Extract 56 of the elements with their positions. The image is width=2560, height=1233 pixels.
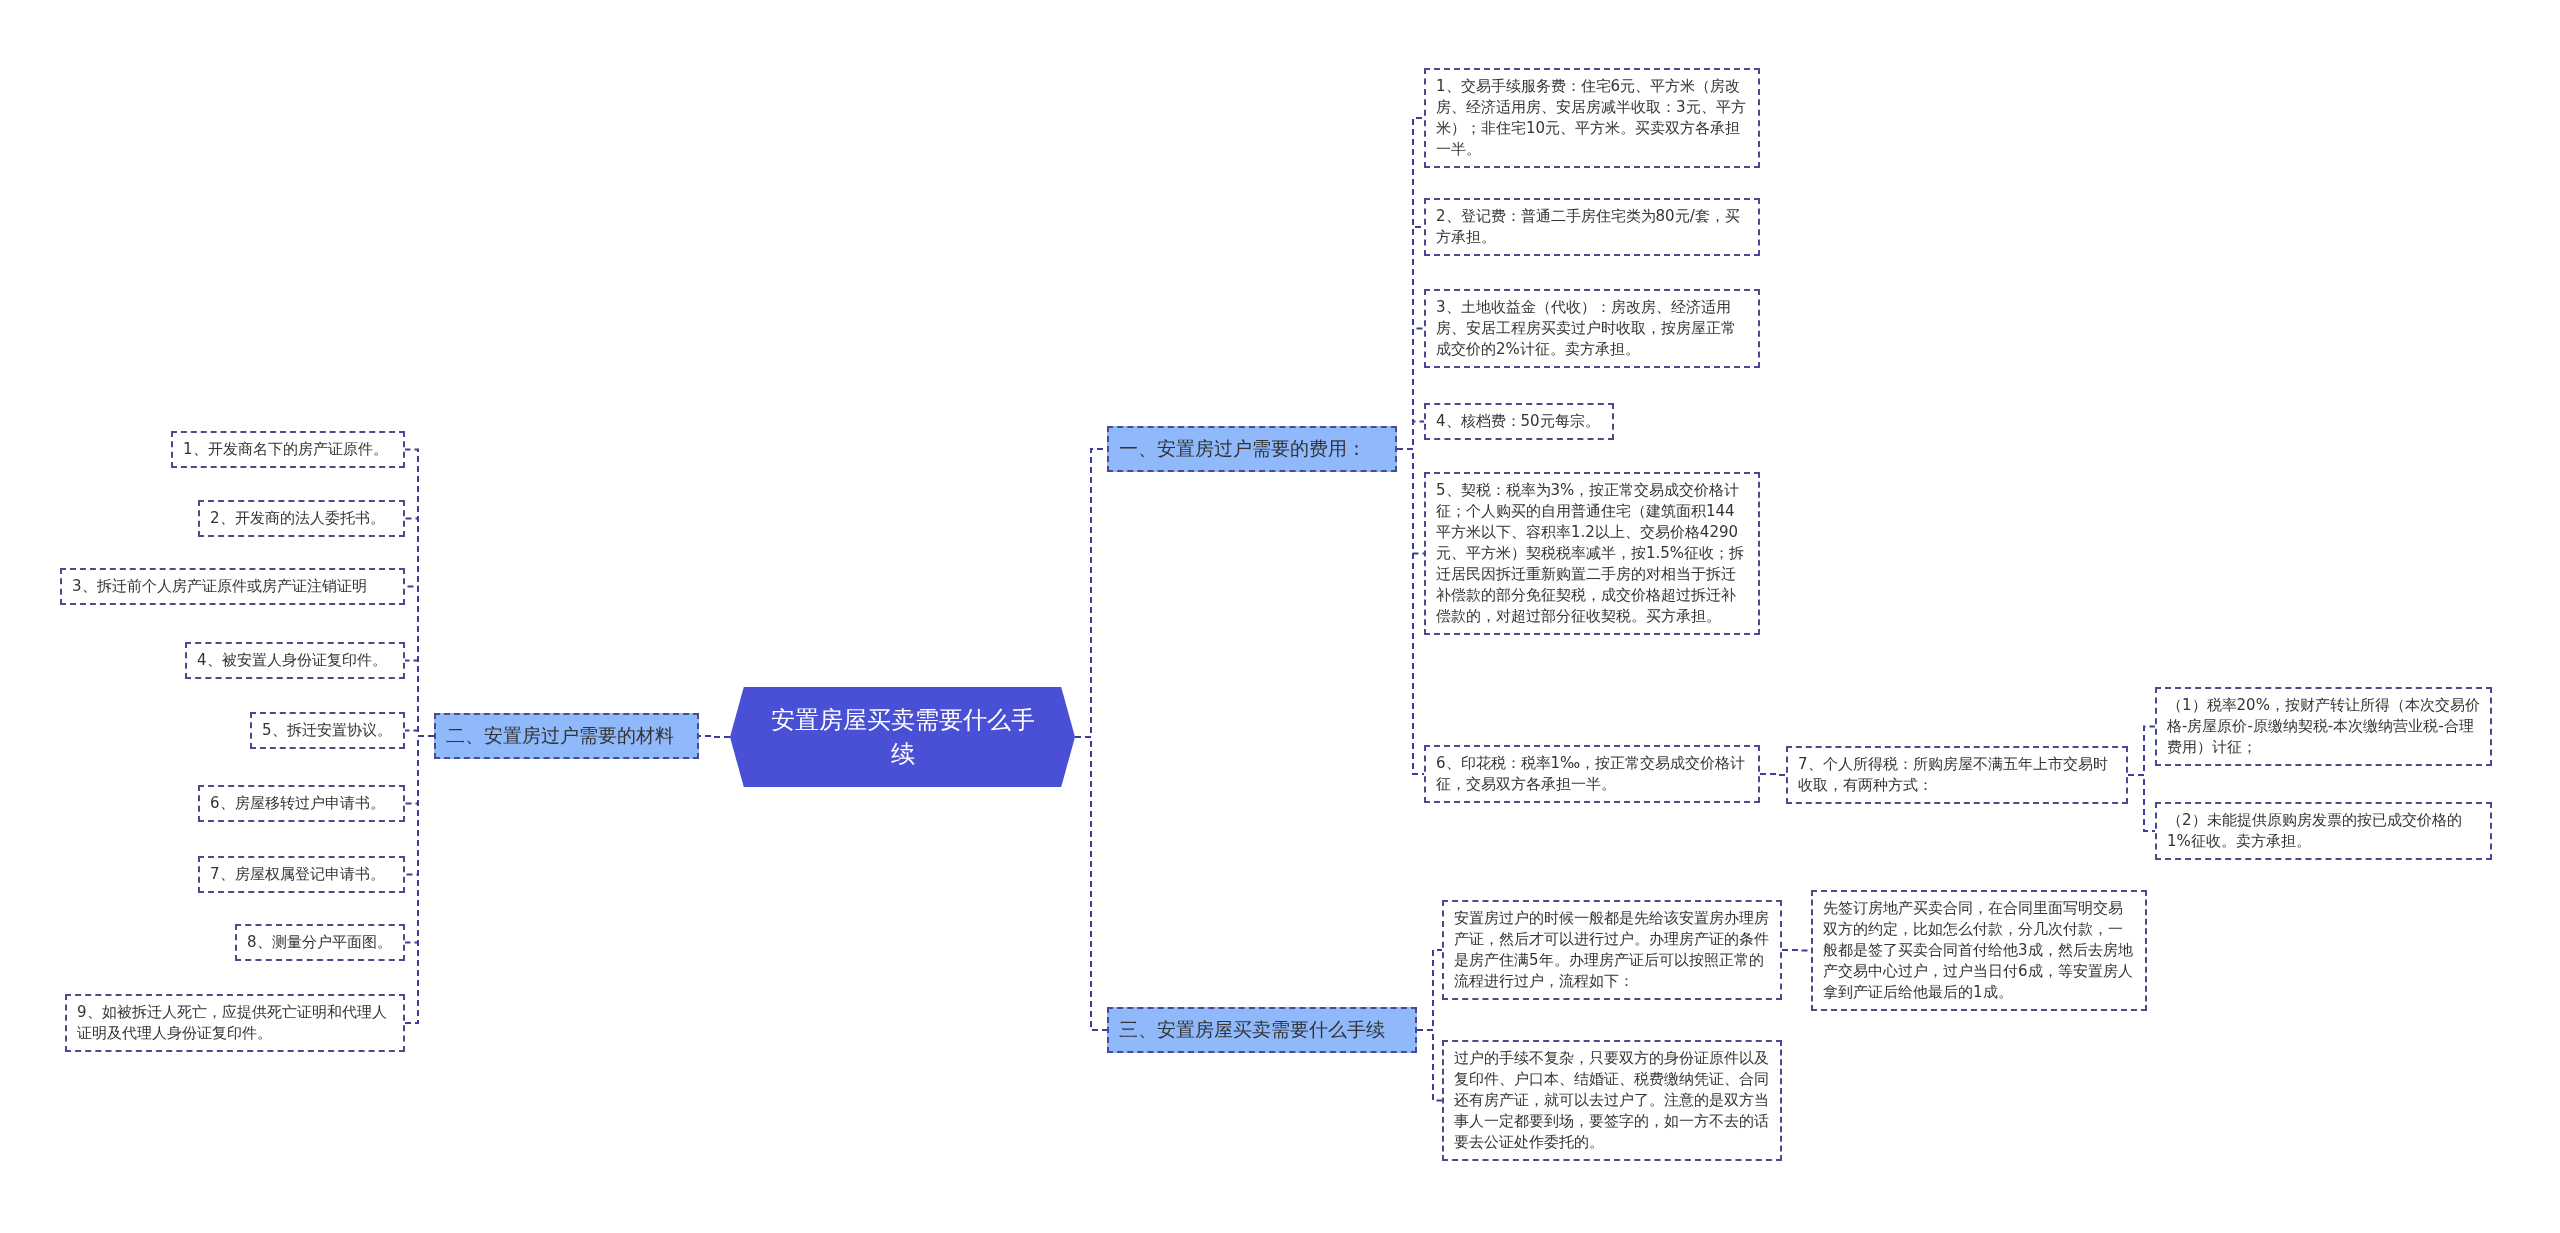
topic-text: 二、安置房过户需要的材料 <box>446 723 674 748</box>
topic-text: 7、个人所得税：所购房屋不满五年上市交易时收取，有两种方式： <box>1798 754 2109 796</box>
topic-text: 7、房屋权属登记申请书。 <box>210 864 386 885</box>
topic-text: 4、被安置人身份证复印件。 <box>197 650 388 671</box>
topic-text: 一、安置房过户需要的费用： <box>1119 436 1366 461</box>
topic-text: 4、核档费：50元每宗。 <box>1436 411 1601 432</box>
subtopic-box <box>1424 68 1760 168</box>
topic-text: 6、房屋移转过户申请书。 <box>210 793 386 814</box>
topic-text: 1、开发商名下的房产证原件。 <box>183 439 389 460</box>
subtopic-box <box>198 856 405 893</box>
topic-text: 3、土地收益金（代收）：房改房、经济适用房、安居工程房买卖过户时收取，按房屋正常成交价的2%计征。卖方承担。 <box>1436 297 1737 360</box>
subtopic-box <box>1424 472 1760 635</box>
subtopic-box <box>1424 198 1760 256</box>
subtopic-box <box>2155 802 2492 860</box>
subtopic-box <box>1424 289 1760 368</box>
subtopic-box <box>65 994 405 1052</box>
topic-text: （1）税率20%，按财产转让所得（本次交易价格-房屋原价-原缴纳契税-本次缴纳营业税-合理费用）计征； <box>2167 695 2480 758</box>
subtopic-box <box>185 642 405 679</box>
connector-line <box>1416 1029 1443 1102</box>
topic-text: 2、开发商的法人委托书。 <box>210 508 386 529</box>
connector-line <box>1396 448 1425 775</box>
subtopic-box <box>1424 745 1760 803</box>
connector-line <box>404 735 435 1024</box>
subtopic-box <box>2155 687 2492 766</box>
branch-topic-box <box>1107 1007 1417 1053</box>
topic-text: 安置房过户的时候一般都是先给该安置房办理房产证，然后才可以进行过户。办理房产证的条件是房产住满5年。办理房产证后可以按照正常的流程进行过户，流程如下： <box>1454 908 1770 992</box>
subtopic-box <box>1811 890 2147 1011</box>
subtopic-box <box>1424 403 1614 440</box>
connector-line <box>1074 736 1108 1031</box>
subtopic-box <box>171 431 405 468</box>
connector-line <box>2127 774 2156 832</box>
topic-text: （2）未能提供原购房发票的按已成交价格的1%征收。卖方承担。 <box>2167 810 2463 852</box>
topic-text: 8、测量分户平面图。 <box>247 932 393 953</box>
subtopic-box <box>60 568 405 605</box>
subtopic-box <box>1442 900 1782 1000</box>
topic-text: 1、交易手续服务费：住宅6元、平方米（房改房、经济适用房、安居房减半收取：3元、平方米）；非住宅10元、平方米。买卖双方各承担一半。 <box>1436 76 1747 160</box>
subtopic-box <box>235 924 405 961</box>
topic-text: 三、安置房屋买卖需要什么手续 <box>1119 1017 1385 1042</box>
branch-topic-box <box>1107 426 1397 472</box>
connector-line <box>698 735 731 738</box>
topic-text: 过户的手续不复杂，只要双方的身份证原件以及复印件、户口本、结婚证、税费缴纳凭证、合同还有房产证，就可以去过户了。注意的是双方当事人一定都要到场，要签字的，如一方不去的话要去公证处作委托的。 <box>1454 1048 1770 1153</box>
topic-text: 9、如被拆迁人死亡，应提供死亡证明和代理人证明及代理人身份证复印件。 <box>77 1002 388 1044</box>
connector-line <box>1759 773 1787 776</box>
subtopic-box <box>198 785 405 822</box>
subtopic-box <box>198 500 405 537</box>
topic-text: 先签订房地产买卖合同，在合同里面写明交易双方的约定，比如怎么付款，分几次付款，一般都是签了买卖合同首付给他3成，然后去房地产交易中心过户，过户当日付6成，等安置房人拿到产证后给他最后的1成。 <box>1823 898 2134 1003</box>
branch-topic-box <box>434 713 699 759</box>
subtopic-box <box>1442 1040 1782 1161</box>
topic-text: 3、拆迁前个人房产证原件或房产证注销证明 <box>72 576 368 597</box>
topic-text: 5、拆迁安置协议。 <box>262 720 393 741</box>
topic-text: 2、登记费：普通二手房住宅类为80元/套，买方承担。 <box>1436 206 1741 248</box>
subtopic-box <box>1786 746 2128 804</box>
central-topic-text: 安置房屋买卖需要什么手续 <box>769 705 1036 770</box>
subtopic-box <box>250 712 405 749</box>
topic-text: 5、契税：税率为3%，按正常交易成交价格计征；个人购买的自用普通住宅（建筑面积144平方米以下、容积率1.2以上、交易价格4290元、平方米）契税税率减半，按1.5%征收；拆迁居民因拆迁重新购置二手房的对相当于拆迁补偿款的部分免征契税，成交价格超过拆迁补偿款的，对超过部分征收契税。买方承担。 <box>1436 480 1746 627</box>
topic-text: 6、印花税：税率1‰，按正常交易成交价格计征，交易双方各承担一半。 <box>1436 753 1747 795</box>
